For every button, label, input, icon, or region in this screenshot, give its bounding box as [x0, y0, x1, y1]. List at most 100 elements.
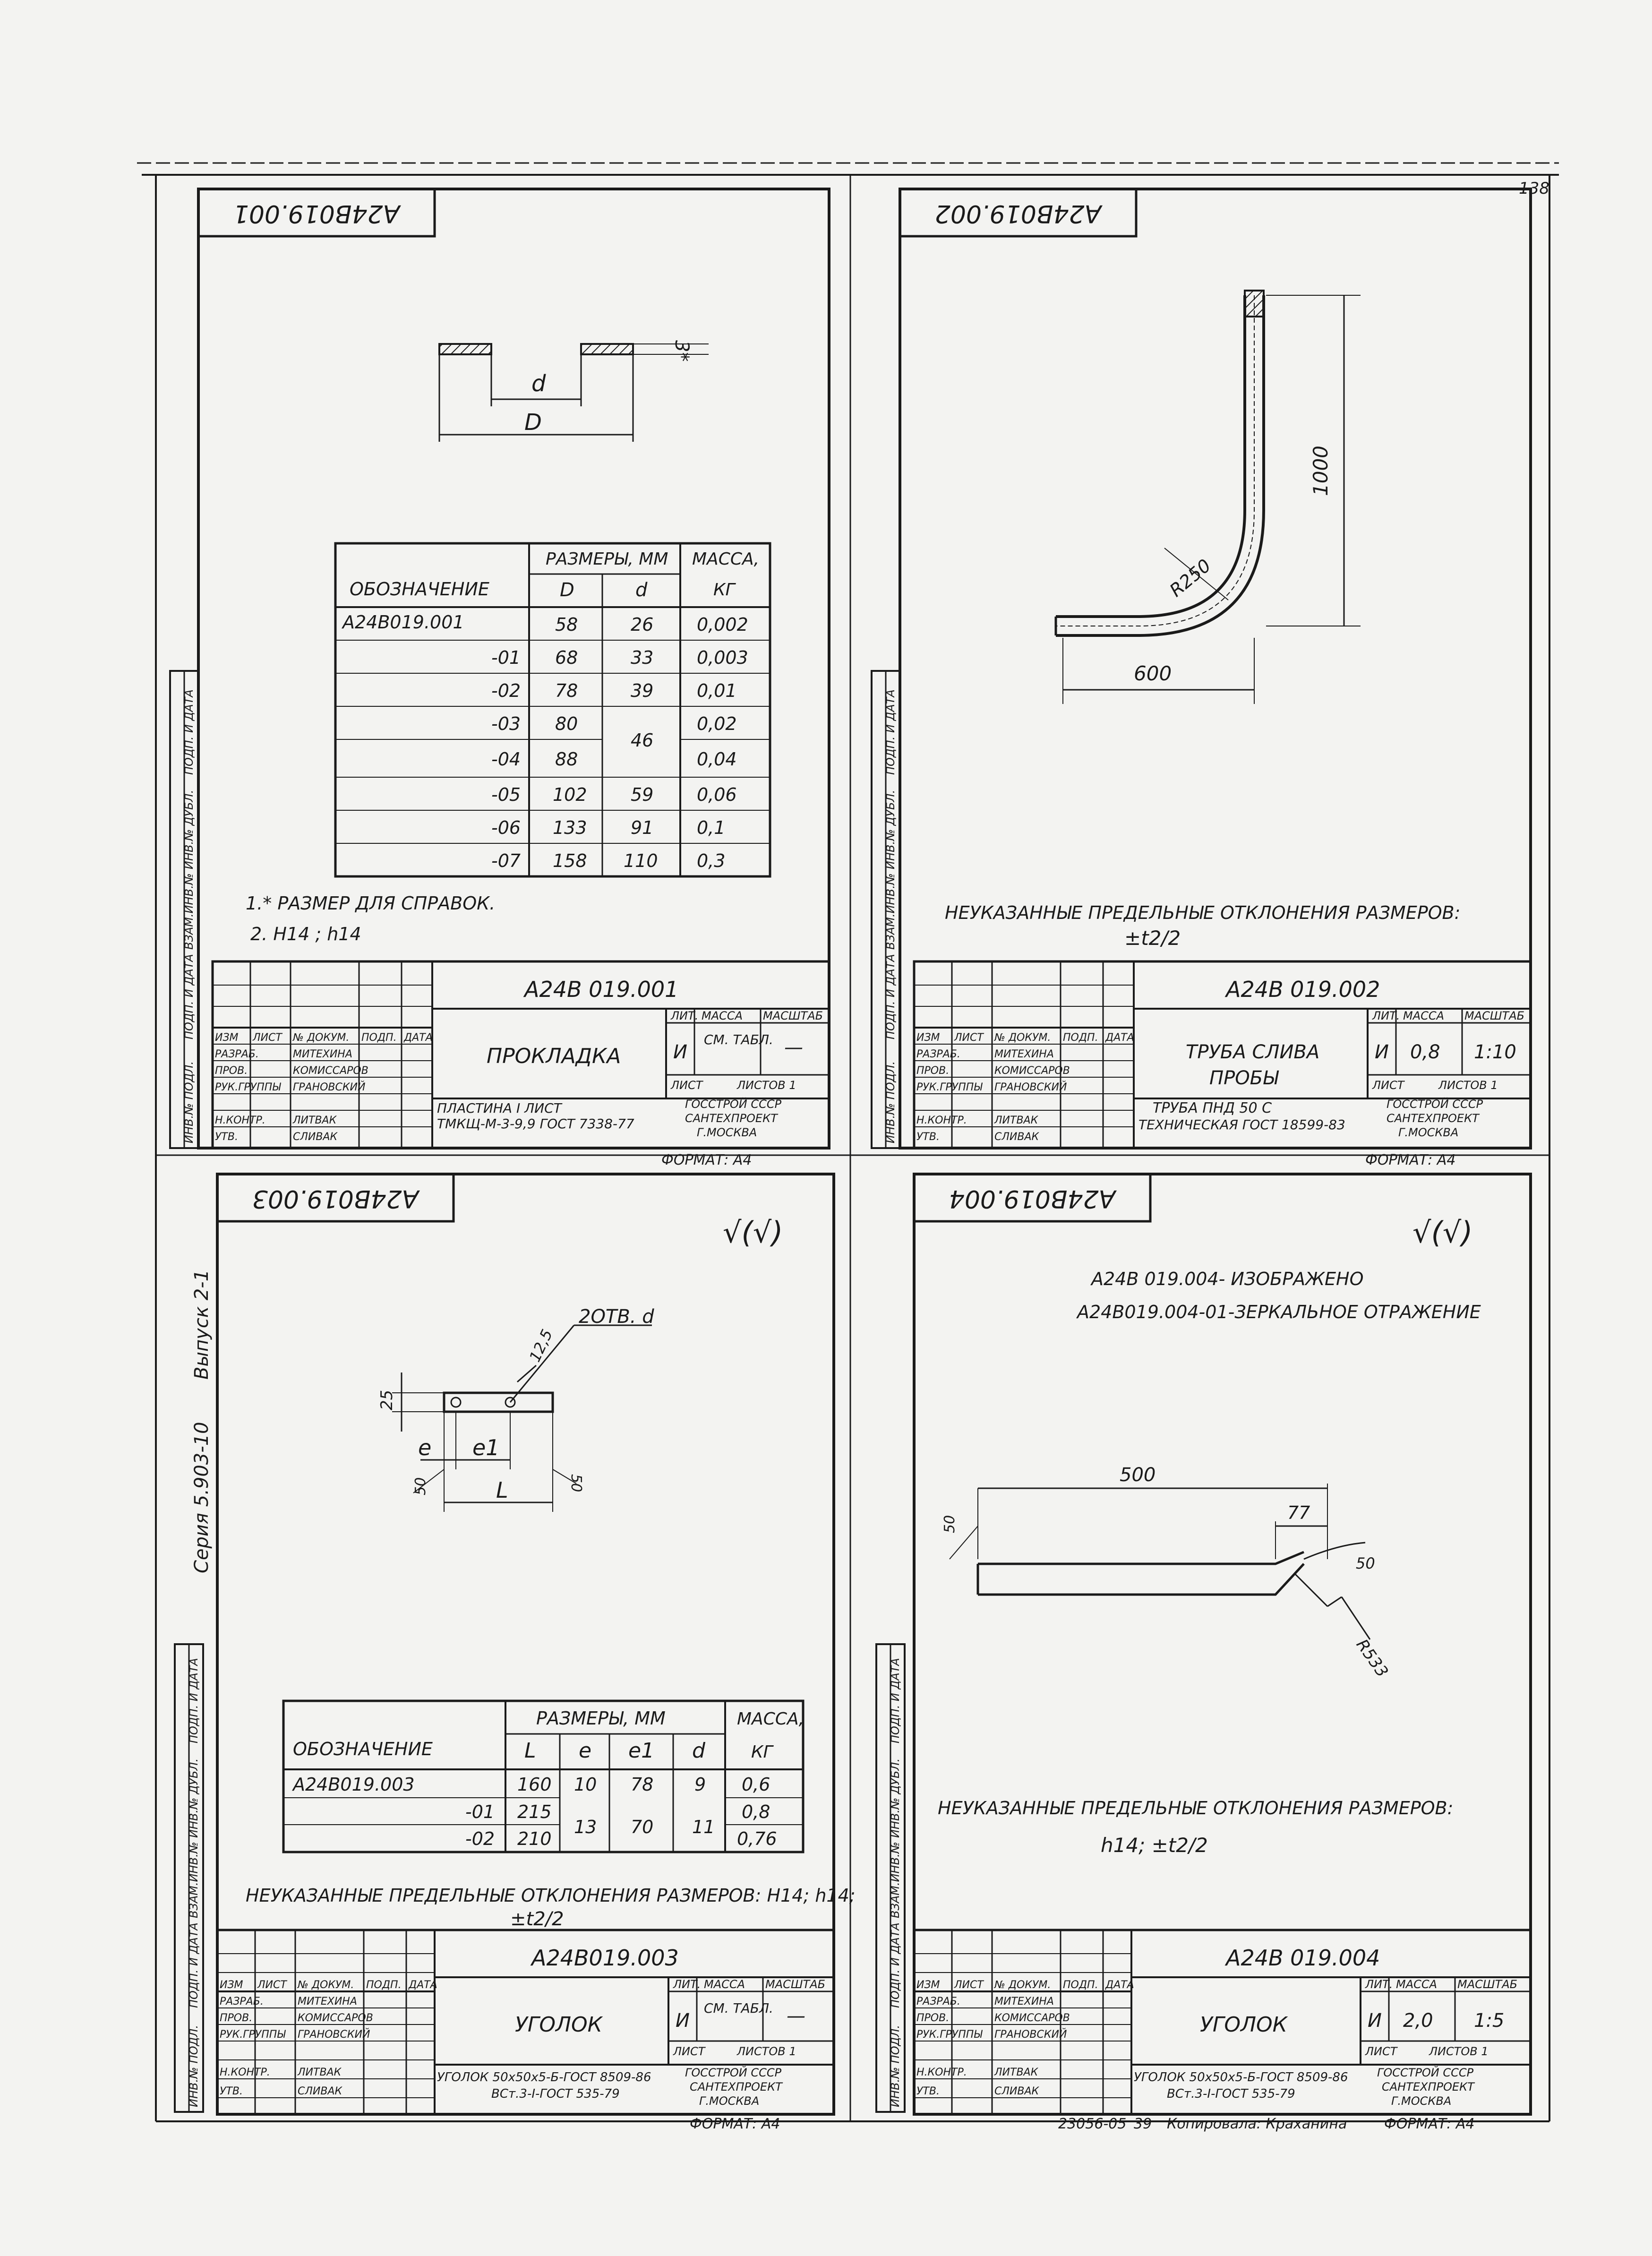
table3-row2-L: 210 [517, 1828, 552, 1849]
table1-row5-D: 102 [553, 784, 587, 805]
panel4-roughness-symbol: √(√) [1412, 1215, 1472, 1250]
p4-strip-label-5: ИНВ.№ ПОДЛ. [889, 2025, 902, 2107]
table1-row1-D: 68 [555, 647, 578, 668]
gasket-drawing: d D 3* [438, 340, 709, 442]
table1-row6-des: -06 [491, 817, 521, 838]
gasket-dim-d: d [531, 370, 546, 397]
strip-label-2: ИНВ.№ ДУБЛ. [182, 790, 196, 869]
tb4-org-1: ГОССТРОЙ СССР [1377, 2066, 1474, 2079]
tb3-razrab: РАЗРАБ. [220, 1996, 264, 2007]
p2-strip-label-2: ИНВ.№ ДУБЛ. [884, 790, 897, 869]
tb1-n5: СЛИВАК [293, 1131, 338, 1143]
tb3-h-izm: ИЗМ [220, 1979, 243, 1991]
table1-row2-d: 39 [631, 680, 653, 701]
angle-table: ОБОЗНАЧЕНИЕ РАЗМЕРЫ, ММ МАССА, КГ L e e1… [282, 1699, 805, 1853]
tb1-code: А24В 019.001 [523, 977, 678, 1002]
tb2-n1: МИТЕХИНА [994, 1048, 1054, 1060]
panel1-note-1: 1.* РАЗМЕР ДЛЯ СПРАВОК. [246, 893, 495, 914]
panel2-title-block: ИЗМ ЛИСТ № ДОКУМ. ПОДП. ДАТА РАЗРАБ. МИТ… [913, 960, 1532, 1149]
p4-strip-label-2: ИНВ.№ ДУБЛ. [889, 1758, 902, 1838]
tb2-utv: УТВ. [916, 1131, 940, 1143]
tb1-scale-label: МАСШТАБ [763, 1009, 823, 1022]
angle-dim-50a: 50 [412, 1477, 429, 1495]
tb1-org-1: ГОССТРОЙ СССР [685, 1097, 782, 1111]
table1-row2-D: 78 [555, 680, 578, 701]
tb2-name-1: ТРУБА СЛИВА [1186, 1041, 1319, 1063]
tb1-h-list: ЛИСТ [252, 1032, 282, 1044]
tb4-n1: МИТЕХИНА [994, 1996, 1054, 2007]
tb1-n2: КОМИССАРОВ [293, 1065, 368, 1077]
tb4-list-label: ЛИСТ [1365, 2045, 1398, 2058]
tb4-prov: ПРОВ. [916, 2012, 949, 2024]
panel-2: А24В019.002 ПОДП. И ДАТА ИНВ.№ ДУБЛ. ВЗА… [871, 188, 1532, 1168]
tb3-listov: ЛИСТОВ 1 [736, 2045, 796, 2058]
panel1-title-block: ИЗМ ЛИСТ № ДОКУМ. ПОДП. ДАТА РАЗРАБ. МИТ… [211, 960, 830, 1149]
tb3-h-data: ДАТА [408, 1979, 437, 1991]
tb1-h-data: ДАТА [403, 1032, 433, 1044]
tb4-nkontr: Н.КОНТР. [916, 2067, 967, 2078]
table3-row0-m: 0,6 [742, 1774, 770, 1795]
footer-code: 23056-05 [1058, 2116, 1126, 2132]
series-label: Серия 5.903-10 [191, 1422, 213, 1573]
panel3-note-2: ±t2/2 [510, 1908, 564, 1930]
tb2-list-label: ЛИСТ [1372, 1079, 1405, 1092]
panel4-stamp: А24В019.004 [949, 1184, 1117, 1213]
p3-strip-label-5: ИНВ.№ ПОДЛ. [187, 2025, 200, 2107]
tb3-h-podp: ПОДП. [366, 1979, 402, 1991]
tb3-scale: — [787, 2005, 805, 2027]
angle-dim-50b: 50 [568, 1474, 584, 1492]
pipe-drawing: 1000 600 R250 [1054, 290, 1361, 704]
gasket-dim-3: 3* [671, 340, 693, 361]
table3-row1-des: -01 [465, 1801, 495, 1822]
panel3-title-block: ИЗМ ЛИСТ № ДОКУМ. ПОДП. ДАТА РАЗРАБ. МИТ… [216, 1929, 835, 2116]
tb4-name: УГОЛОК [1200, 2013, 1288, 2037]
bent-angle-drawing: 500 77 50 50 R533 [942, 1464, 1392, 1681]
table3-header-mass-unit: КГ [751, 1742, 774, 1762]
table1-row0-m: 0,002 [697, 614, 748, 635]
p3-strip-label-2: ИНВ.№ ДУБЛ. [187, 1758, 200, 1838]
tb3-org-3: Г.МОСКВА [699, 2094, 759, 2108]
tb4-org-3: Г.МОСКВА [1391, 2094, 1451, 2108]
pipe-dim-r250: R250 [1166, 555, 1215, 601]
tb2-mass: 0,8 [1410, 1041, 1440, 1063]
tb3-n2: КОМИССАРОВ [298, 2012, 373, 2024]
table1-row4-des: -04 [491, 749, 521, 770]
tb4-h-doc: № ДОКУМ. [994, 1979, 1051, 1991]
panel4-caption-2: А24В019.004-01-ЗЕРКАЛЬНОЕ ОТРАЖЕНИЕ [1076, 1302, 1481, 1322]
tb3-lit-label: ЛИТ. [673, 1978, 701, 1991]
tb1-nkontr: Н.КОНТР. [215, 1115, 265, 1126]
tb1-material-1: ПЛАСТИНА I ЛИСТ [437, 1100, 563, 1116]
table1-row2-des: -02 [491, 680, 521, 701]
tb1-org-2: САНТЕХПРОЕКТ [685, 1112, 779, 1125]
table1-row0-d: 26 [631, 614, 653, 635]
tb4-org-2: САНТЕХПРОЕКТ [1382, 2080, 1475, 2093]
table3-row0-e: 10 [574, 1774, 597, 1795]
tb2-org-2: САНТЕХПРОЕКТ [1387, 1112, 1480, 1125]
tb2-h-doc: № ДОКУМ. [994, 1032, 1051, 1044]
pipe-dim-600: 600 [1134, 662, 1172, 685]
table1-row1-m: 0,003 [697, 647, 748, 668]
tb3-nkontr: Н.КОНТР. [220, 2067, 270, 2078]
table3-header-mass: МАССА, [737, 1709, 804, 1729]
tb4-ruk: РУК.ГРУППЫ [916, 2029, 983, 2041]
p4-strip-label-3: ВЗАМ.ИНВ.№ [889, 1842, 902, 1918]
tb2-lit: И [1375, 1041, 1389, 1063]
table1-row7-des: -07 [491, 850, 521, 871]
tb4-code: А24В 019.004 [1224, 1945, 1380, 1971]
tb4-razrab: РАЗРАБ. [916, 1996, 960, 2007]
tb3-name: УГОЛОК [515, 2013, 603, 2037]
tb2-n5: СЛИВАК [994, 1131, 1040, 1143]
panel1-note-2: 2. Н14 ; h14 [250, 924, 361, 944]
angle-drawing: 2ОТВ. d 12,5 25 e e1 L 50 50 [377, 1306, 654, 1512]
tb4-n3: ГРАНОВСКИЙ [994, 2028, 1067, 2041]
angle-dim-L: L [496, 1477, 508, 1503]
tb4-listov: ЛИСТОВ 1 [1429, 2045, 1489, 2058]
table1-row2-m: 0,01 [697, 680, 737, 701]
tb4-n4: ЛИТВАК [994, 2067, 1039, 2078]
panel4-caption-1: А24В 019.004- ИЗОБРАЖЕНО [1090, 1269, 1364, 1289]
p2-strip-label-4: ПОДП. И ДАТА [884, 954, 897, 1039]
tb2-org-3: Г.МОСКВА [1398, 1126, 1458, 1139]
bent-dim-50b: 50 [1356, 1554, 1375, 1572]
table1-row6-d: 91 [631, 817, 653, 838]
p3-strip-label-4: ПОДП. И ДАТА [187, 1922, 200, 2008]
